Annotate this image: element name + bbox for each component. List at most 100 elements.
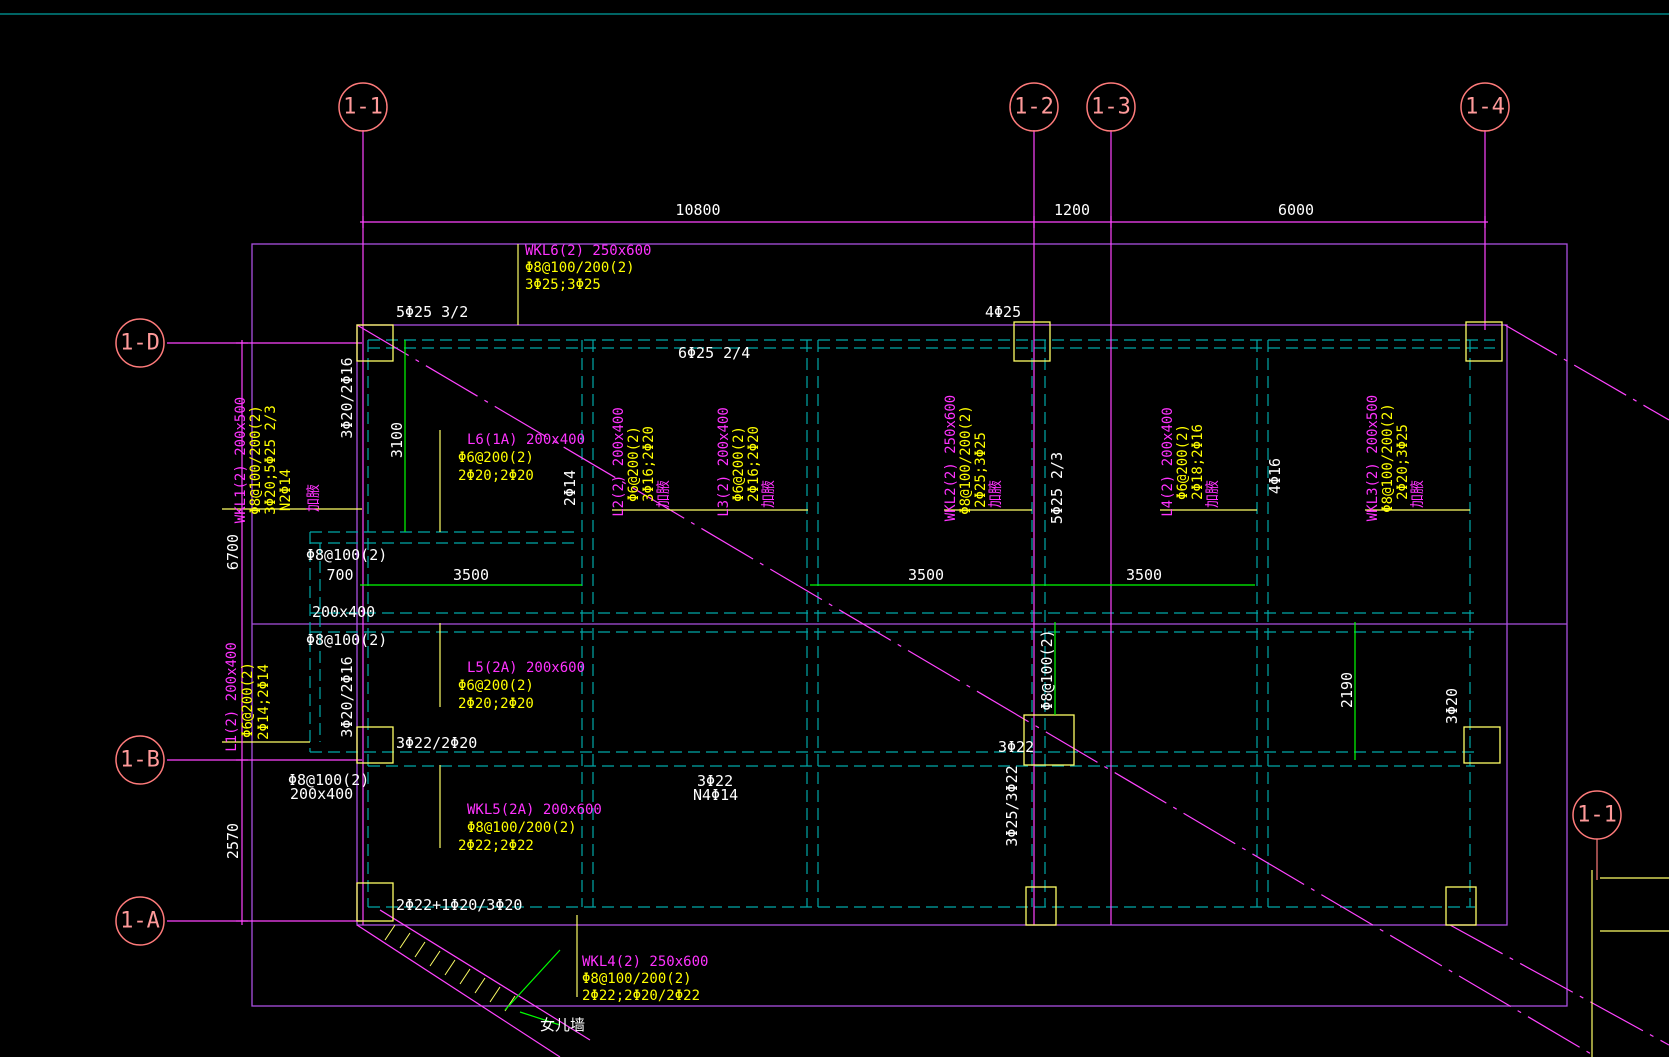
label-l5-stirrup: Φ6@200(2): [458, 678, 534, 694]
vlabel-l1-stirrup: Φ6@200(2): [240, 662, 256, 738]
top-dimension-line: [236, 216, 1488, 925]
label-bottom-rebar: 2Φ22+1Φ20/3Φ20: [396, 896, 522, 914]
columns: [356, 321, 1503, 926]
vlabel-3phi20-2phi16-b: 3Φ20/2Φ16: [338, 656, 356, 737]
label-wkl6-stirrup: Φ8@100/200(2): [525, 260, 635, 276]
axis-bubble-1-3[interactable]: 1-3: [1086, 82, 1136, 132]
dim-3100: 3100: [388, 422, 406, 458]
vlabel-l3-name: L3(2) 200x400: [716, 407, 732, 517]
vlabel-wkl2-haunch: 加腋: [988, 480, 1004, 508]
vlabel-l3-rebar: 2Φ16;2Φ20: [746, 426, 762, 502]
dim-1200: 1200: [1054, 201, 1090, 219]
label-l6-stirrup: Φ6@200(2): [458, 450, 534, 466]
axis-label: 1-2: [1014, 95, 1054, 120]
axis-bubble-1-2[interactable]: 1-2: [1009, 82, 1059, 132]
vlabel-4phi16: 4Φ16: [1266, 458, 1284, 494]
horizontal-labels: WKL6(2) 250x600 Φ8@100/200(2) 3Φ25;3Φ25 …: [288, 243, 1034, 1034]
vlabel-l4-stirrup: Φ6@200(2): [1175, 424, 1191, 500]
vlabel-3phi25-3phi22: 3Φ25/3Φ22: [1003, 765, 1021, 846]
axis-label: 1-1: [1577, 803, 1617, 828]
axis-bubble-1-D[interactable]: 1-D: [115, 318, 165, 368]
vlabel-l4-name: L4(2) 200x400: [1160, 407, 1176, 517]
vlabel-3phi20: 3Φ20: [1443, 688, 1461, 724]
vlabel-l2-rebar: 3Φ16;2Φ20: [641, 426, 657, 502]
vlabel-l3-haunch: 加腋: [761, 480, 777, 508]
axis-bubble-1-B[interactable]: 1-B: [115, 735, 165, 785]
vlabel-l1-name: L1(2) 200x400: [224, 642, 240, 752]
vertical-labels: 3Φ20/2Φ16 3Φ20/2Φ16 WKL1(2) 200x500 Φ8@1…: [224, 357, 1461, 846]
vlabel-2phi14: 2Φ14: [561, 470, 579, 506]
slab-outline: [251, 243, 1568, 1007]
label-n4phi14: N4Φ14: [693, 786, 738, 804]
dim-700: 700: [326, 566, 353, 584]
dim-10800: 10800: [675, 201, 720, 219]
vlabel-wkl2-rebar: 2Φ25;3Φ25: [973, 432, 989, 508]
vlabel-l3-stirrup: Φ6@200(2): [731, 426, 747, 502]
dim-6000: 6000: [1278, 201, 1314, 219]
vlabel-wkl2-stirrup: Φ8@100/200(2): [958, 405, 974, 515]
vlabel-l4-haunch: 加腋: [1205, 480, 1221, 508]
label-l5-rebar: 2Φ20;2Φ20: [458, 696, 534, 712]
label-wkl5-rebar: 2Φ22;2Φ22: [458, 838, 534, 854]
label-wkl4-stirrup: Φ8@100/200(2): [582, 971, 692, 987]
vlabel-wkl1-n2phi14: N2Φ14: [278, 469, 294, 511]
axis-lines: [167, 130, 1486, 925]
axis-bubble-1-4[interactable]: 1-4: [1460, 82, 1510, 132]
parapet-leader: [504, 949, 561, 1026]
label-200x400-b: 200x400: [290, 785, 353, 803]
vlabel-wkl3-name: WKL3(2) 200x500: [1365, 395, 1381, 521]
vlabel-l1-rebar: 2Φ14;2Φ14: [256, 664, 272, 740]
vlabel-l2-haunch: 加腋: [656, 480, 672, 508]
vlabel-wkl3-rebar: 2Φ20;3Φ25: [1395, 424, 1411, 500]
right-wall-lines: [1591, 870, 1669, 1057]
dim-2190: 2190: [1338, 672, 1356, 708]
diagonal-lines: [356, 324, 1669, 1057]
green-dimensions: [360, 340, 1356, 760]
dim-6700: 6700: [224, 534, 242, 570]
vlabel-wkl1-stirrup: Φ8@100/200(2): [248, 405, 264, 515]
axis-bubble-1-A[interactable]: 1-A: [115, 896, 165, 946]
label-top-5phi25: 5Φ25 3/2: [396, 303, 468, 321]
dimension-texts: 10800 1200 6000 6700 2570 3100 700 3500 …: [224, 201, 1356, 859]
label-wkl4-rebar: 2Φ22;2Φ20/2Φ22: [582, 988, 700, 1004]
label-l6-rebar: 2Φ20;2Φ20: [458, 468, 534, 484]
dim-3500-b: 3500: [908, 566, 944, 584]
vlabel-l4-rebar: 2Φ18;2Φ16: [1190, 424, 1206, 500]
axis-label: 1-3: [1091, 95, 1131, 120]
parapet-hatch: [384, 924, 516, 1012]
axis-label: 1-B: [120, 748, 160, 773]
axis-bubble-1-1[interactable]: 1-1: [338, 82, 388, 132]
axis-label: 1-4: [1465, 95, 1505, 120]
dashed-beams: [309, 339, 1495, 908]
label-wkl6-rebar: 3Φ25;3Φ25: [525, 277, 601, 293]
vlabel-5phi25: 5Φ25 2/3: [1048, 452, 1066, 524]
axis-bubbles: 1-1 1-2 1-3 1-4 1-D 1-B 1-A 1-1: [115, 82, 1622, 946]
label-phi8-c: Φ8@100(2): [288, 771, 369, 789]
axis-label: 1-D: [120, 331, 160, 356]
vlabel-l2-stirrup: Φ6@200(2): [626, 426, 642, 502]
label-l5-name: L5(2A) 200x600: [467, 660, 585, 676]
beam-frame-outline: [356, 324, 1508, 926]
dim-3500-c: 3500: [1126, 566, 1162, 584]
leader-lines: [222, 244, 1470, 997]
label-wkl6-name: WKL6(2) 250x600: [525, 243, 651, 259]
label-l6-name: L6(1A) 200x400: [467, 432, 585, 448]
dim-3500-a: 3500: [453, 566, 489, 584]
vlabel-wkl3-stirrup: Φ8@100/200(2): [1380, 403, 1396, 513]
label-200x400-a: 200x400: [312, 603, 375, 621]
axis-label: 1-1: [343, 95, 383, 120]
label-phi8-b: Φ8@100(2): [306, 631, 387, 649]
vlabel-phi8-100: Φ8@100(2): [1038, 629, 1056, 710]
label-wkl5-stirrup: Φ8@100/200(2): [467, 820, 577, 836]
vlabel-wkl1-haunch: 加腋: [306, 484, 322, 512]
label-wkl5-name: WKL5(2A) 200x600: [467, 802, 602, 818]
label-3phi22-2phi20: 3Φ22/2Φ20: [396, 734, 477, 752]
vlabel-wkl1-name: WKL1(2) 200x500: [233, 397, 249, 523]
label-parapet: 女儿墙: [540, 1016, 585, 1034]
label-wkl4-name: WKL4(2) 250x600: [582, 954, 708, 970]
vlabel-3phi20-2phi16-a: 3Φ20/2Φ16: [338, 357, 356, 438]
vlabel-wkl1-rebar: 3Φ20;5Φ25 2/3: [263, 405, 279, 515]
vlabel-wkl3-haunch: 加腋: [1410, 480, 1426, 508]
